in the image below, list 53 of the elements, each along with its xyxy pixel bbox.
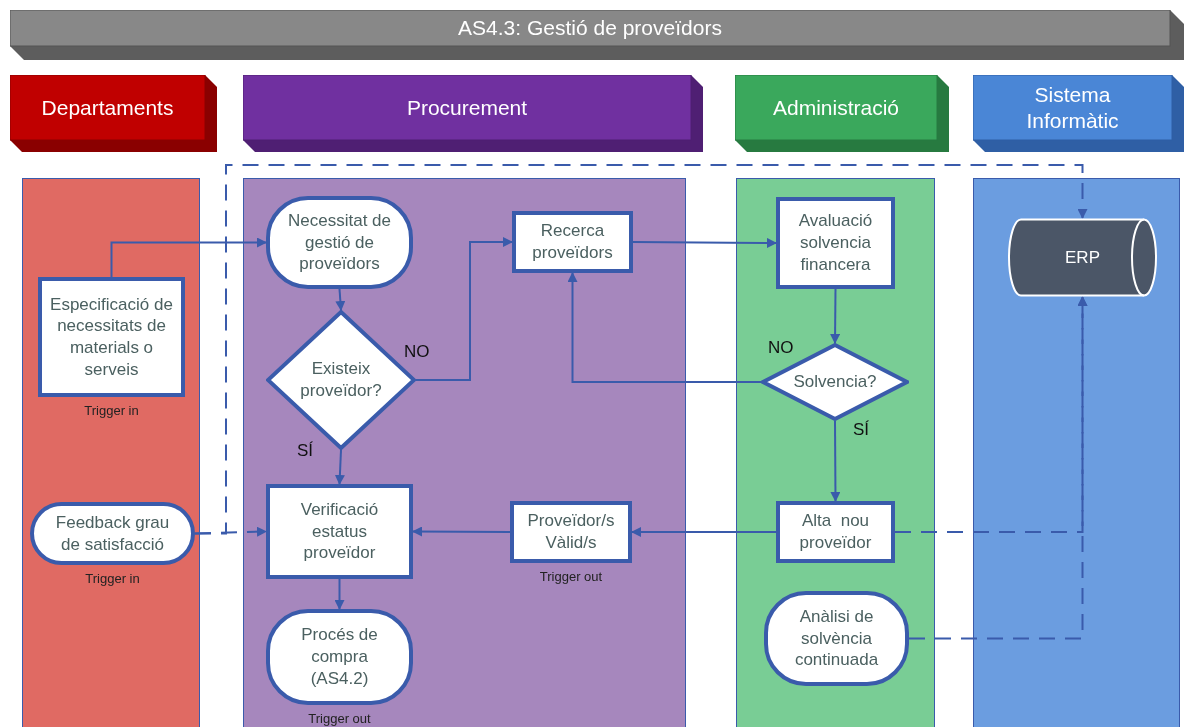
node-text: Existeix proveïdor? <box>299 358 383 402</box>
terminator-shape <box>266 609 413 705</box>
arrow <box>334 449 345 485</box>
node-text: Procés de compra (AS4.2) <box>300 624 379 690</box>
decision-diamond <box>761 343 909 421</box>
node-text: Necessitat de gestió de proveïdors <box>287 209 392 276</box>
node-text: Proveïdor/s Vàlid/s <box>526 510 616 554</box>
edge-label: NO <box>768 338 794 358</box>
node-text: Alta nou proveïdor <box>798 510 873 554</box>
swimlane <box>243 75 703 727</box>
trigger-note: Trigger in <box>84 571 141 586</box>
swimlane <box>973 75 1184 727</box>
arrow <box>194 164 1088 535</box>
lane-heading: Procurement <box>405 94 529 121</box>
process-box <box>38 277 185 397</box>
lane-heading: Departaments <box>40 94 175 121</box>
edge-label: SÍ <box>853 420 870 440</box>
node-text: Recerca proveïdors <box>531 220 614 264</box>
database-cylinder <box>1007 218 1158 297</box>
arrow <box>908 296 1088 640</box>
arrow <box>631 527 777 537</box>
process-box <box>510 501 632 563</box>
arrow <box>194 526 267 537</box>
process-box <box>776 197 895 289</box>
lane-heading: Sistema Informàtic <box>1025 82 1120 134</box>
arrow <box>830 288 841 344</box>
process-box <box>266 484 413 579</box>
swimlane <box>10 75 217 727</box>
arrow <box>334 578 345 610</box>
lane-heading: Administració <box>771 94 900 121</box>
edge-label: SÍ <box>297 441 314 461</box>
arrow <box>830 420 841 502</box>
arrow <box>110 237 267 278</box>
swimlane <box>735 75 949 727</box>
trigger-note: Trigger out <box>538 569 604 584</box>
arrow <box>632 237 777 248</box>
trigger-note: Trigger out <box>307 711 372 726</box>
diagram-title: AS4.3: Gestió de proveïdors <box>457 15 723 41</box>
arrow <box>415 237 513 381</box>
node-text: Anàlisi de solvència continuada <box>793 605 880 672</box>
arrow <box>567 272 762 383</box>
node-text: Solvencia? <box>793 371 877 393</box>
process-box <box>512 211 633 273</box>
node-text: Feedback grau de satisfacció <box>54 511 171 556</box>
edge-label: NO <box>404 342 430 362</box>
node-text: ERP <box>1065 246 1100 269</box>
process-box <box>776 501 895 563</box>
trigger-note: Trigger in <box>83 403 140 418</box>
arrow <box>335 288 346 311</box>
arrow <box>412 526 511 537</box>
node-text: Verificació estatus proveïdor <box>299 498 380 565</box>
node-text: Especificació de necessitats de materials o serveis <box>49 293 174 381</box>
node-text: Avaluació solvencia financera <box>797 210 874 276</box>
